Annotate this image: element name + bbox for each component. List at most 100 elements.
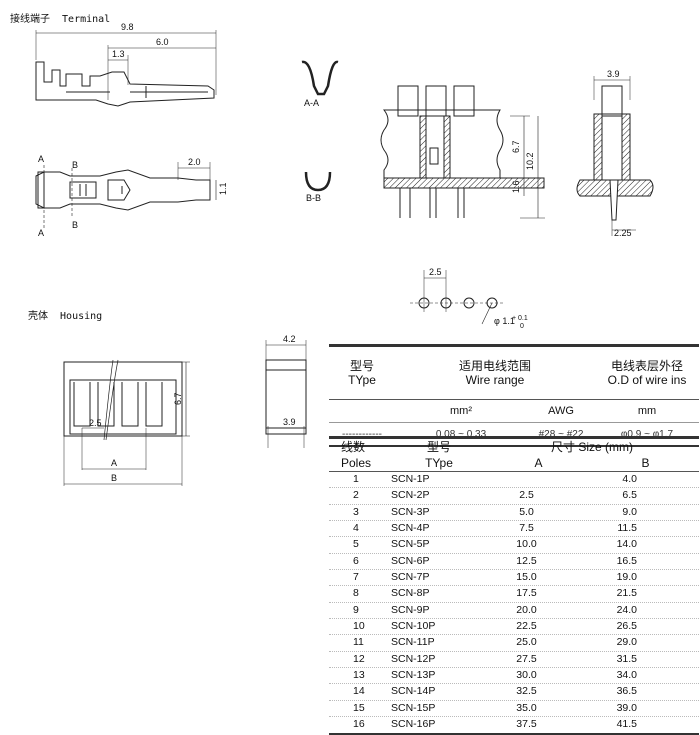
dim-housing-top: 4.2 (283, 334, 296, 344)
row-a: 27.5 (516, 652, 537, 665)
spec-od-value: φ0.9 ~ φ1.7 (620, 428, 674, 440)
table-row: 5 SCN-5P 10.0 14.0 (329, 537, 699, 554)
dim-pcb-hole: φ 1.1 (494, 316, 515, 326)
dim-tip: 2.0 (188, 157, 201, 167)
spec-unit-awg: AWG (548, 405, 574, 417)
spec-type-en: TYpe (348, 373, 376, 387)
terminal-side-view (35, 30, 217, 107)
housing-side-view (265, 340, 307, 448)
dim-assembly-102: 10.2 (525, 152, 535, 170)
table-row: 1 SCN-1P 4.0 (329, 472, 699, 489)
row-type: SCN-9P (391, 603, 430, 616)
section-b-bottom-label: B (72, 220, 78, 230)
dim-housing-height: 6.7 (173, 392, 183, 405)
row-type: SCN-13P (391, 669, 436, 682)
section-a-top-label: A (38, 154, 44, 164)
size-title: 尺寸 Size (mm) (551, 440, 633, 454)
row-type: SCN-5P (391, 538, 430, 551)
spec-unit-mm2: mm² (450, 405, 472, 417)
row-b: 6.5 (622, 489, 637, 502)
row-type: SCN-10P (391, 620, 436, 633)
section-b-top-label: B (72, 160, 78, 170)
row-poles: 10 (353, 620, 365, 633)
row-poles: 5 (353, 538, 359, 551)
row-b: 39.0 (616, 701, 637, 714)
size-header-row-2: Poles TYpe A B (329, 455, 699, 472)
dim-housing-a: A (111, 458, 117, 468)
row-a: 15.0 (516, 571, 537, 584)
row-poles: 2 (353, 489, 359, 502)
spec-wire-range-cn: 适用电线范围 (458, 359, 531, 373)
row-a: 37.5 (516, 718, 537, 731)
size-type-en: TYpe (425, 456, 453, 470)
size-poles-cn: 线数 (341, 440, 366, 454)
row-poles: 1 (353, 473, 359, 485)
row-b: 4.0 (622, 473, 637, 485)
dim-height: 1.1 (218, 182, 228, 195)
spec-unit-row: mm² AWG mm (329, 400, 699, 423)
dim-housing-b: B (111, 473, 117, 483)
spec-od-en: O.D of wire ins (607, 373, 687, 387)
dim-assembly-16: 1.6 (511, 180, 521, 193)
spec-type-value: ------------ (342, 428, 382, 440)
row-b: 21.5 (616, 587, 637, 600)
size-col-a: A (534, 456, 543, 470)
row-b: 31.5 (616, 652, 637, 665)
size-col-b: B (641, 456, 650, 470)
row-poles: 7 (353, 571, 359, 584)
row-a: 17.5 (516, 587, 537, 600)
section-aa-shape (301, 60, 339, 96)
row-b: 14.0 (616, 538, 637, 551)
row-b: 24.0 (616, 603, 637, 616)
row-poles: 6 (353, 554, 359, 567)
row-type: SCN-1P (391, 473, 430, 485)
row-a: 10.0 (516, 538, 537, 551)
assembly-front-view (380, 85, 545, 219)
row-type: SCN-16P (391, 718, 436, 731)
spec-unit-mm: mm (637, 405, 657, 417)
row-a: 25.0 (516, 636, 537, 649)
row-a: 7.5 (519, 522, 534, 535)
row-poles: 11 (353, 636, 364, 649)
row-b: 11.5 (617, 522, 637, 535)
row-poles: 9 (353, 603, 359, 616)
dim-housing-bottom: 3.9 (283, 417, 296, 427)
size-type-cn: 型号 (426, 440, 451, 454)
row-b: 19.0 (616, 571, 637, 584)
row-type: SCN-4P (391, 522, 430, 535)
size-header-row-1: 线数 型号 尺寸 Size (mm) (329, 439, 699, 455)
row-type: SCN-3P (391, 505, 430, 518)
row-a (473, 472, 580, 487)
row-b: 34.0 (616, 669, 637, 682)
row-type: SCN-14P (391, 685, 436, 698)
row-b: 16.5 (616, 554, 637, 567)
assembly-side-view (576, 76, 654, 236)
terminal-section-title: 接线端子 Terminal (10, 14, 111, 25)
row-a: 30.0 (516, 669, 537, 682)
pcb-hole-pattern (410, 270, 505, 325)
section-a-bottom-label: A (38, 228, 44, 238)
row-a: 12.5 (516, 554, 537, 567)
row-a: 5.0 (519, 505, 534, 518)
dim-housing-pitch: 2.5 (89, 418, 102, 428)
dim-pcb-pitch: 2.5 (429, 267, 442, 277)
housing-section-title: 壳体 Housing (28, 311, 103, 322)
dim-pcb-tol-zero: 0 (520, 323, 524, 330)
spec-mm2-value: 0.08 ~ 0.33 (435, 428, 487, 440)
